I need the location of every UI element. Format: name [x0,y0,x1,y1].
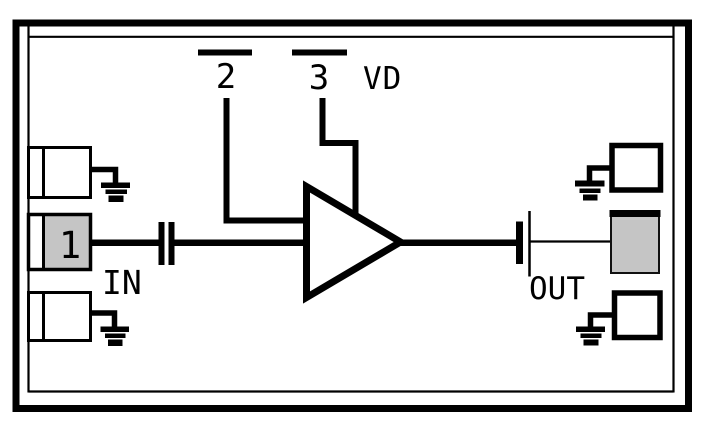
pin3-overbar [292,49,347,56]
ground-bar [583,339,599,346]
ground-symbol-icon-right-top [575,165,612,201]
pin1-label: 1 [59,224,81,267]
pad-outline [27,146,92,199]
input-path-group [91,222,307,265]
pad-outline [27,291,92,342]
package-outer-frame [12,19,692,412]
ground-bar [576,326,605,332]
pin3-supply-trace [319,98,359,218]
pad-pin1-input: 1 [26,212,93,272]
pin3-vd-group: 3 VD [292,49,402,218]
pad-right-top [609,142,664,193]
package-inner-frame [27,23,675,393]
ground-stem [587,312,614,327]
pad-outline [26,212,93,272]
ground-bar [101,182,130,188]
ground-stem [586,165,612,181]
output-path-group [400,211,612,277]
pin2-label: 2 [216,57,236,97]
ground-bar [108,195,124,202]
pin2-overbar [198,49,252,56]
pad-outline [611,290,663,341]
ground-bar [100,326,129,332]
pad-metal-fill [610,215,660,274]
ground-bar [105,189,127,194]
pin2-group: 2 [198,49,308,224]
pad-output [609,210,661,274]
pad-top-bar [609,210,661,217]
pad-metal-fill [43,215,90,269]
ground-bar [580,333,602,338]
ground-symbol-icon-right-bottom [576,312,614,346]
ground-symbol-icon-left-bottom [91,310,129,346]
ground-bar [108,339,123,346]
ground-bar [105,333,126,338]
pad-left-top [27,146,92,199]
ground-bar [579,188,601,193]
amplifier-triangle-icon [303,180,408,304]
out-label: OUT [529,271,585,307]
pin3-label: 3 [309,58,329,98]
ground-bar [583,194,598,201]
pin2-trace [223,98,308,224]
ground-symbol-icon-left-top [91,166,130,202]
pad-right-bottom [611,290,663,341]
ground-stem [91,310,118,327]
ground-stem [91,166,119,183]
pad-outline [609,142,664,193]
ground-bar [575,180,605,187]
pad-left-bottom [27,291,92,342]
in-label: IN [102,263,142,302]
input-blocking-capacitor-icon [158,222,175,265]
output-blocking-capacitor-icon [516,211,531,277]
vd-label: VD [363,61,402,97]
